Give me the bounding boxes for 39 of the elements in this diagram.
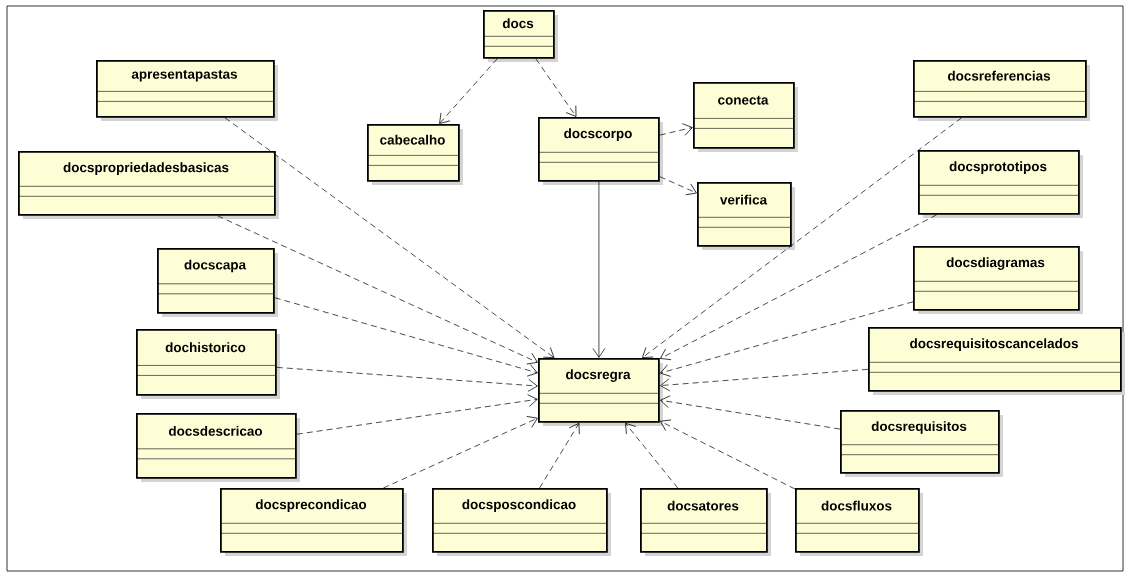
dependency-arrow [539, 423, 580, 489]
dependency-arrow [660, 214, 937, 360]
class-box: docsatores [639, 488, 771, 556]
dependency-arrow [274, 297, 538, 377]
dependency-arrow [642, 117, 962, 358]
class-box: apresentapastas [95, 60, 278, 121]
class-box: docs [482, 10, 558, 62]
class-box: docscapa [156, 248, 278, 317]
class-box: docsreferencias [912, 60, 1090, 121]
dependency-arrow [296, 394, 538, 435]
dependency-arrow [224, 117, 555, 358]
class-box: docsrequisitos [839, 410, 1003, 477]
dependency-arrow [659, 123, 693, 136]
class-box: docsprototipos [917, 150, 1083, 218]
class-box: cabecalho [366, 124, 463, 185]
dependency-arrow [659, 176, 697, 196]
dependency-arrow [660, 419, 796, 490]
class-box: verifica [696, 182, 795, 250]
class-box: conecta [692, 82, 798, 152]
dependency-arrow [660, 395, 841, 430]
dependency-arrow [439, 58, 498, 124]
class-box: docspropriedadesbasicas [17, 151, 279, 219]
class-box: docsfluxos [794, 488, 923, 556]
dependency-arrow [625, 422, 679, 489]
dependency-arrow [217, 215, 538, 365]
class-box: docsdiagramas [912, 246, 1083, 314]
arrow [592, 181, 606, 358]
dependency-arrow [660, 301, 914, 377]
class-box: docsposcondicao [431, 488, 611, 556]
dependency-arrow [660, 368, 869, 392]
dependency-arrow [535, 58, 577, 117]
class-box: dochistorico [135, 329, 280, 399]
class-box: docsdescricao [135, 413, 300, 482]
dependency-arrow [383, 416, 538, 489]
class-box: docsprecondicao [219, 488, 407, 556]
class-box: docsregra [537, 358, 663, 426]
dependency-arrow [276, 367, 538, 392]
class-box: docscorpo [537, 117, 663, 185]
class-box: docsrequisitoscancelados [867, 327, 1125, 395]
